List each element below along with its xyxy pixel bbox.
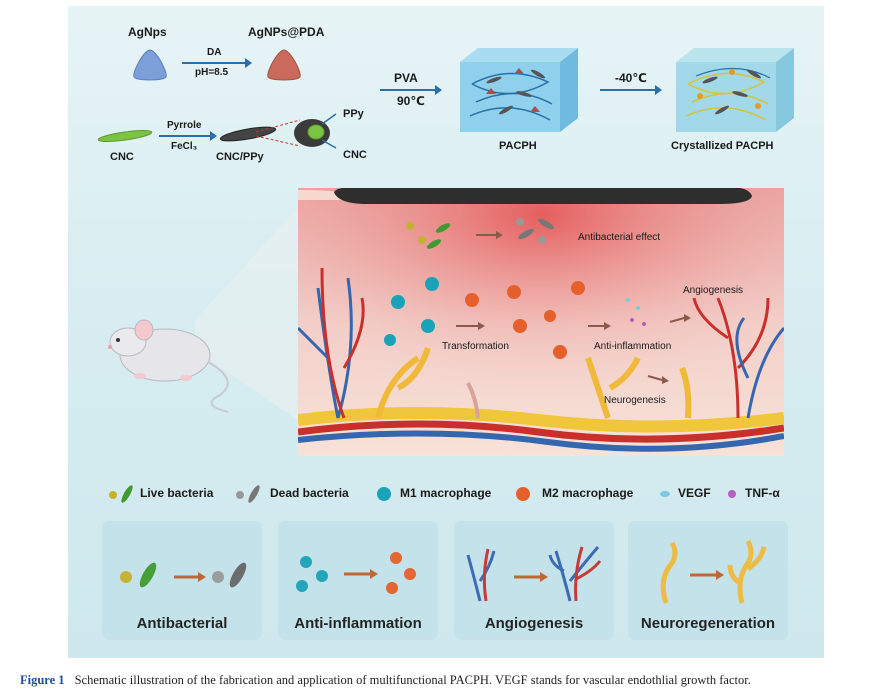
cnc-ppy-label: CNC/PPy bbox=[216, 151, 264, 163]
dead-bacteria-legend-icon bbox=[236, 485, 260, 503]
angiogenesis-wound-label: Angiogenesis bbox=[683, 285, 744, 296]
agnps-label: AgNps bbox=[128, 25, 167, 39]
pva-arrow bbox=[380, 85, 442, 95]
m2-macrophage-group bbox=[465, 281, 585, 359]
freeze-arrow bbox=[600, 85, 662, 95]
antibacterial-box-label: Antibacterial bbox=[136, 615, 228, 632]
figure-caption: Figure 1 Schematic illustration of the fa… bbox=[20, 673, 751, 688]
neuroregeneration-icon bbox=[660, 539, 767, 604]
vegf-legend-icon bbox=[660, 491, 670, 497]
ppy-label: PPy bbox=[343, 108, 364, 120]
crystallized-pacph-block bbox=[676, 48, 794, 132]
neuroregeneration-box-label: Neuroregeneration bbox=[640, 615, 776, 632]
anti-inflammation-wound-label: Anti-inflammation bbox=[594, 341, 672, 352]
angiogenesis-icon bbox=[466, 546, 602, 602]
m2-macrophage-legend-icon bbox=[516, 487, 530, 501]
m1-macrophage-legend-icon bbox=[377, 487, 391, 501]
cytokine-dots bbox=[626, 298, 646, 326]
live-bacteria-cluster bbox=[406, 222, 451, 249]
da-arrow bbox=[182, 58, 252, 68]
cnc-rod-icon bbox=[97, 130, 153, 142]
agnps-particle-icon bbox=[133, 49, 167, 81]
cnc-right-label: CNC bbox=[343, 149, 367, 161]
vegf-legend-label: VEGF bbox=[678, 486, 711, 500]
m2-macrophage-legend-label: M2 macrophage bbox=[542, 486, 634, 500]
dead-bacteria-cluster bbox=[516, 218, 554, 244]
m1-macrophage-legend-label: M1 macrophage bbox=[400, 486, 492, 500]
wound-cross-section bbox=[298, 188, 784, 456]
angiogenesis-box-label: Angiogenesis bbox=[484, 615, 584, 632]
figure-number: Figure 1 bbox=[20, 673, 65, 687]
m1-macrophage-group bbox=[384, 277, 439, 346]
agnps-pda-particle-icon bbox=[267, 49, 301, 81]
neurogenesis-label: Neurogenesis bbox=[604, 395, 666, 406]
temp-90-label: 90℃ bbox=[397, 94, 425, 108]
tnf-legend-icon bbox=[728, 490, 736, 498]
agnps-pda-label: AgNPs@PDA bbox=[248, 25, 325, 39]
temp-minus-40-label: -40℃ bbox=[615, 71, 647, 85]
antibacterial-box: Antibacterial bbox=[102, 521, 262, 640]
cnc-ppy-rod-icon bbox=[219, 113, 337, 149]
dead-bacteria-legend-label: Dead bacteria bbox=[270, 486, 349, 500]
antibacterial-icon bbox=[120, 562, 247, 588]
transformation-label: Transformation bbox=[442, 341, 509, 352]
mouse-illustration bbox=[108, 200, 305, 420]
pva-label: PVA bbox=[394, 71, 418, 85]
anti-inflammation-box: Anti-inflammation bbox=[278, 521, 438, 640]
pyrrole-label: Pyrrole bbox=[167, 120, 202, 131]
fecl3-label: FeCl₃ bbox=[171, 141, 198, 152]
angiogenesis-box: Angiogenesis bbox=[454, 521, 614, 640]
pacph-hydrogel-block bbox=[460, 48, 578, 132]
ph-label: pH=8.5 bbox=[195, 67, 229, 78]
pacph-label: PACPH bbox=[499, 140, 537, 152]
caption-text: Schematic illustration of the fabricatio… bbox=[74, 673, 751, 687]
da-label: DA bbox=[207, 47, 222, 58]
neuroregeneration-box: Neuroregeneration bbox=[628, 521, 788, 640]
live-bacteria-legend-label: Live bacteria bbox=[140, 486, 214, 500]
live-bacteria-legend-icon bbox=[109, 485, 133, 503]
anti-inflammation-icon bbox=[296, 552, 416, 594]
antibacterial-effect-label: Antibacterial effect bbox=[578, 232, 661, 243]
tnf-legend-label: TNF-α bbox=[745, 486, 780, 500]
pyrrole-arrow bbox=[159, 131, 217, 141]
crystallized-pacph-label: Crystallized PACPH bbox=[671, 140, 774, 152]
anti-inflammation-box-label: Anti-inflammation bbox=[294, 615, 422, 632]
cnc-left-label: CNC bbox=[110, 151, 134, 163]
